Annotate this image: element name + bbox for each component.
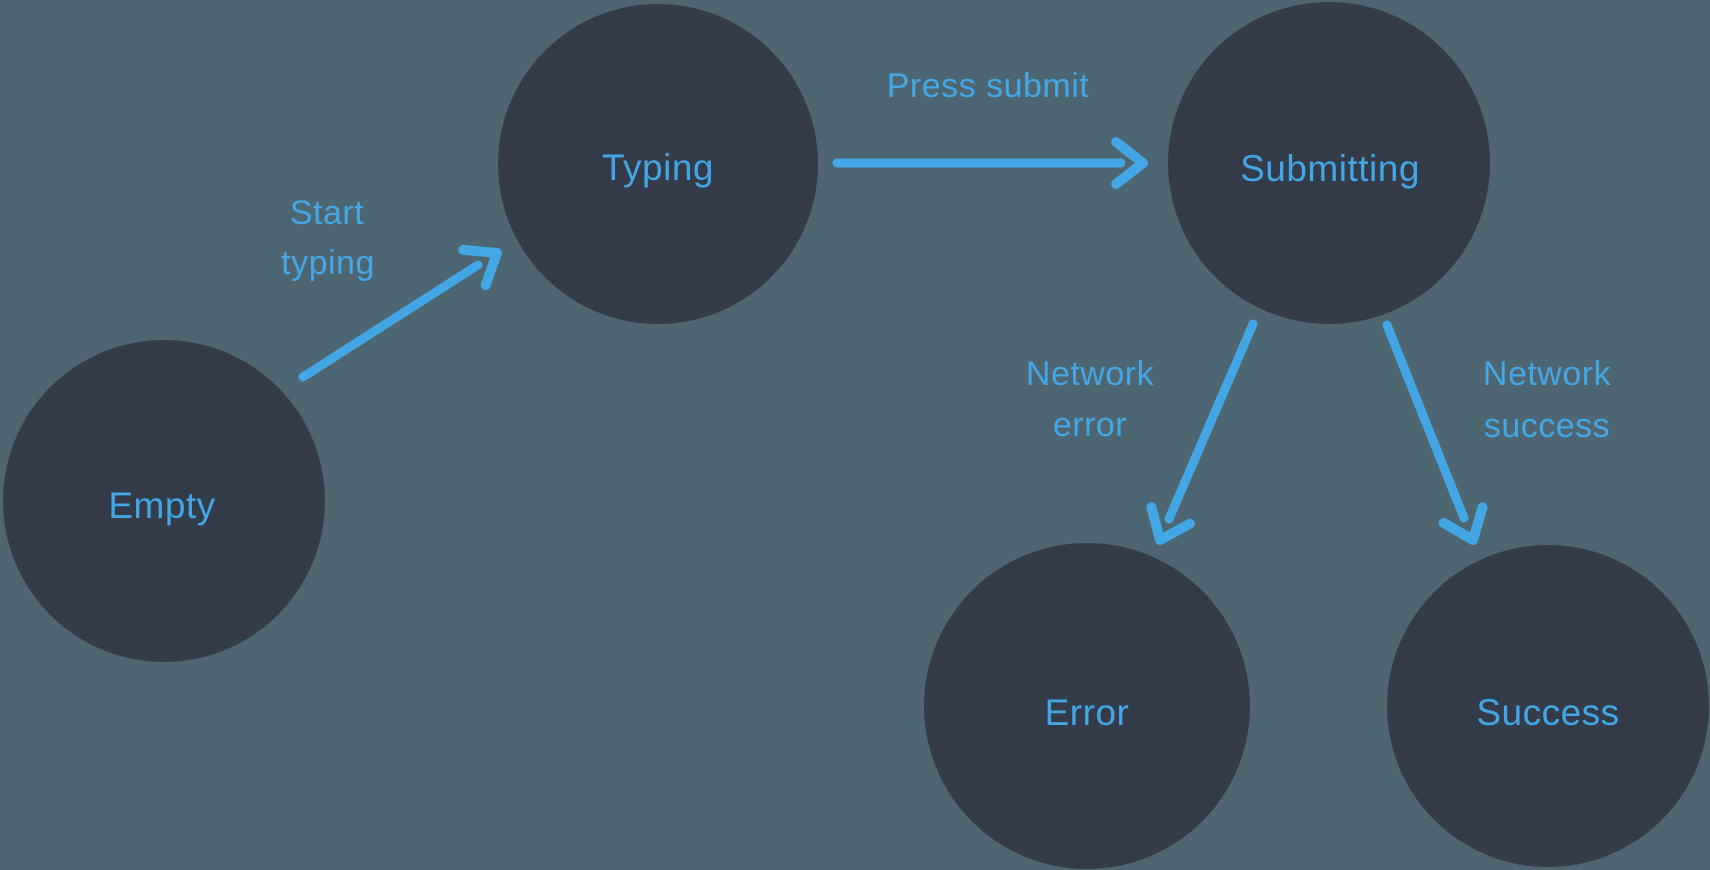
state-typing: Typing [498,4,818,324]
transition-label-network-success-line2: success [1484,407,1610,445]
transition-label-press-submit: Press submit [887,67,1090,105]
transition-press-submit: Press submit [832,67,1148,189]
transition-label-start-typing-line2: typing [281,244,375,282]
transition-network-error: Network error [1026,319,1258,545]
transition-label-network-success-line1: Network [1483,355,1612,393]
state-node-success [1387,545,1709,867]
state-node-empty [3,340,325,662]
state-label-success: Success [1476,692,1619,733]
state-submitting: Submitting [1168,2,1490,324]
transition-arrow-network-error [1164,319,1258,524]
transition-arrowhead-press-submit [1111,137,1148,189]
state-error: Error [924,543,1250,869]
state-empty: Empty [3,340,325,662]
state-label-empty: Empty [108,485,215,526]
state-label-error: Error [1045,692,1130,733]
transition-arrow-start-typing [298,260,483,382]
transition-label-network-error-line2: error [1053,406,1127,444]
transition-arrowhead-network-success [1438,502,1488,545]
state-label-submitting: Submitting [1240,148,1420,189]
transition-arrowhead-network-error [1146,502,1195,545]
transition-label-network-error-line1: Network [1026,355,1155,393]
transition-network-success: Network success [1382,320,1612,545]
transition-arrowhead-start-typing [458,244,502,291]
state-label-typing: Typing [602,147,714,188]
state-node-submitting [1168,2,1490,324]
state-success: Success [1387,545,1709,867]
state-node-typing [498,4,818,324]
transition-start-typing: Start typing [281,194,502,382]
transition-label-start-typing-line1: Start [290,194,364,232]
state-node-error [924,543,1250,869]
transition-arrow-network-success [1382,320,1469,523]
